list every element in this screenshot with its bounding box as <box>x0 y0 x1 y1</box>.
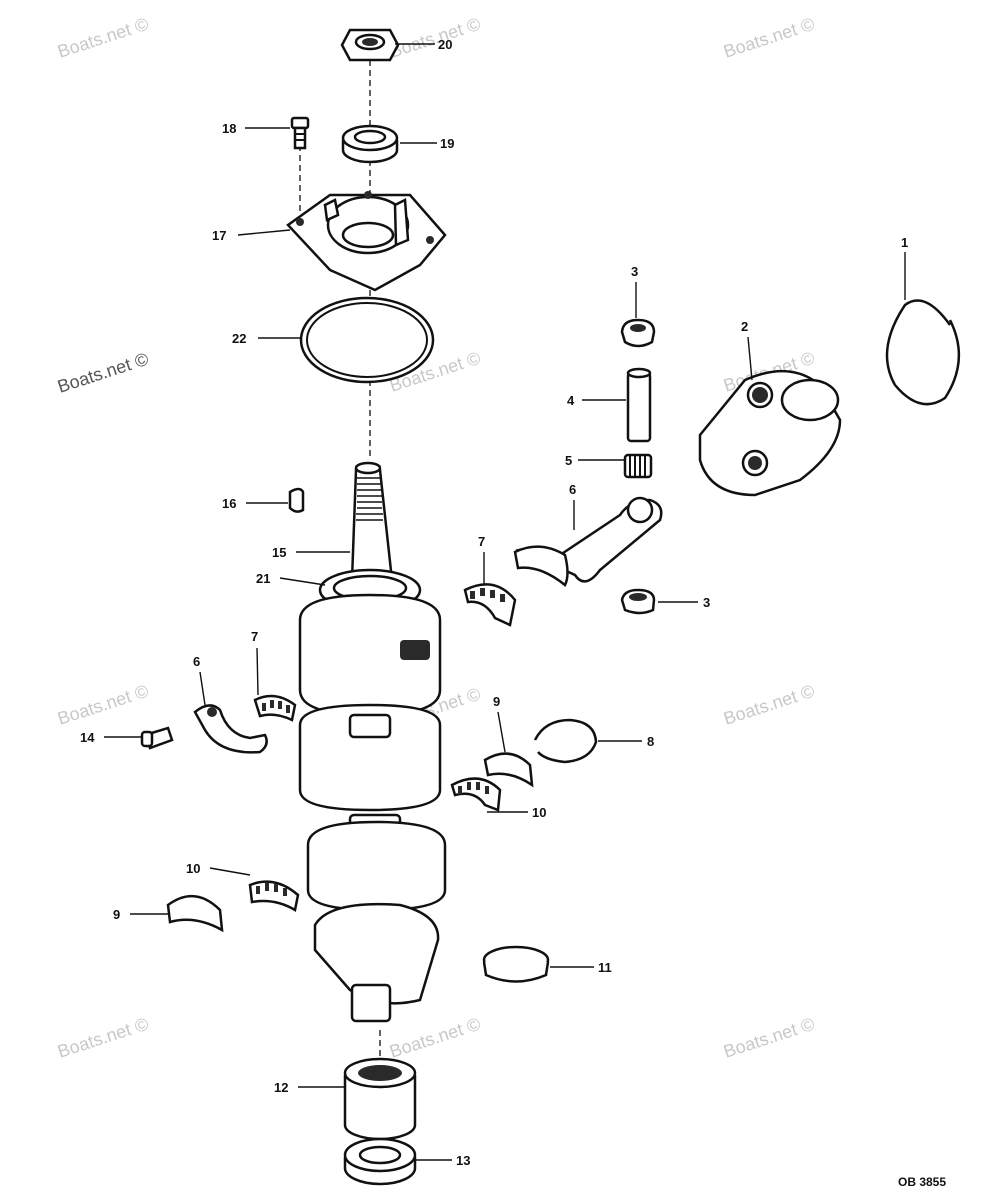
callout-3: 3 <box>703 595 710 610</box>
needle-bearing-cage <box>463 583 517 627</box>
callout-13: 13 <box>456 1153 470 1168</box>
callout-5: 5 <box>565 453 572 468</box>
seal-ring <box>482 945 550 983</box>
callout-12: 12 <box>274 1080 288 1095</box>
watermark: Boats.net © <box>55 681 151 729</box>
needle-bearing-cage <box>450 777 502 812</box>
callout-8: 8 <box>647 734 654 749</box>
o-ring <box>299 296 435 384</box>
oil-seal-bottom <box>343 1137 417 1186</box>
watermark: Boats.net © <box>721 14 817 62</box>
wrist-pin <box>626 367 652 443</box>
retaining-ring <box>533 718 598 764</box>
watermark: Boats.net © <box>387 1014 483 1062</box>
callout-17: 17 <box>212 228 226 243</box>
needle-bearing-cage <box>253 694 297 722</box>
reference-code: OB 3855 <box>898 1175 946 1189</box>
callout-1: 1 <box>901 235 908 250</box>
callout-14: 14 <box>80 730 95 745</box>
watermark: Boats.net © <box>721 681 817 729</box>
callout-19: 19 <box>440 136 454 151</box>
leader-lines <box>104 43 906 1161</box>
piston-pin-bearing-cup <box>620 318 656 348</box>
piston <box>698 369 842 497</box>
thrust-washer <box>166 895 224 933</box>
callout-6: 6 <box>569 482 576 497</box>
callout-9: 9 <box>113 907 120 922</box>
piston-ring <box>885 299 961 406</box>
callout-22: 22 <box>232 331 246 346</box>
callout-4: 4 <box>567 393 575 408</box>
woodruff-key <box>288 487 305 513</box>
callout-9: 9 <box>493 694 500 709</box>
callout-6: 6 <box>193 654 200 669</box>
hex-nut <box>340 28 400 62</box>
callout-15: 15 <box>272 545 286 560</box>
callout-20: 20 <box>438 37 452 52</box>
callout-3: 3 <box>631 264 638 279</box>
callout-10: 10 <box>532 805 546 820</box>
callout-labels: 20 19 18 17 22 1 2 3 4 5 6 3 7 16 15 21 … <box>80 37 908 1168</box>
callout-10: 10 <box>186 861 200 876</box>
cap-screw <box>140 726 174 750</box>
callout-16: 16 <box>222 496 236 511</box>
rod-cap <box>193 704 268 754</box>
watermark: Boats.net © <box>55 1014 151 1062</box>
callout-21: 21 <box>256 571 270 586</box>
callout-2: 2 <box>741 319 748 334</box>
roller-bearing <box>343 1057 417 1141</box>
watermark: Boats.net © <box>721 1014 817 1062</box>
thrust-washer <box>483 752 534 788</box>
bearing-housing <box>286 191 447 292</box>
piston-pin-bearing-cup <box>620 588 656 615</box>
watermark: Boats.net © <box>55 14 151 62</box>
crankshaft <box>298 461 447 1023</box>
callout-7: 7 <box>478 534 485 549</box>
oil-seal-top <box>341 124 399 164</box>
callout-11: 11 <box>598 960 612 975</box>
connecting-rod <box>513 496 663 587</box>
callout-18: 18 <box>222 121 236 136</box>
needle-bearing-cage <box>248 880 300 912</box>
screw <box>290 116 310 150</box>
watermark: Boats.net © <box>55 349 151 397</box>
callout-7: 7 <box>251 629 258 644</box>
needle-bearing <box>623 453 653 479</box>
watermark: Boats.net © <box>387 14 483 62</box>
